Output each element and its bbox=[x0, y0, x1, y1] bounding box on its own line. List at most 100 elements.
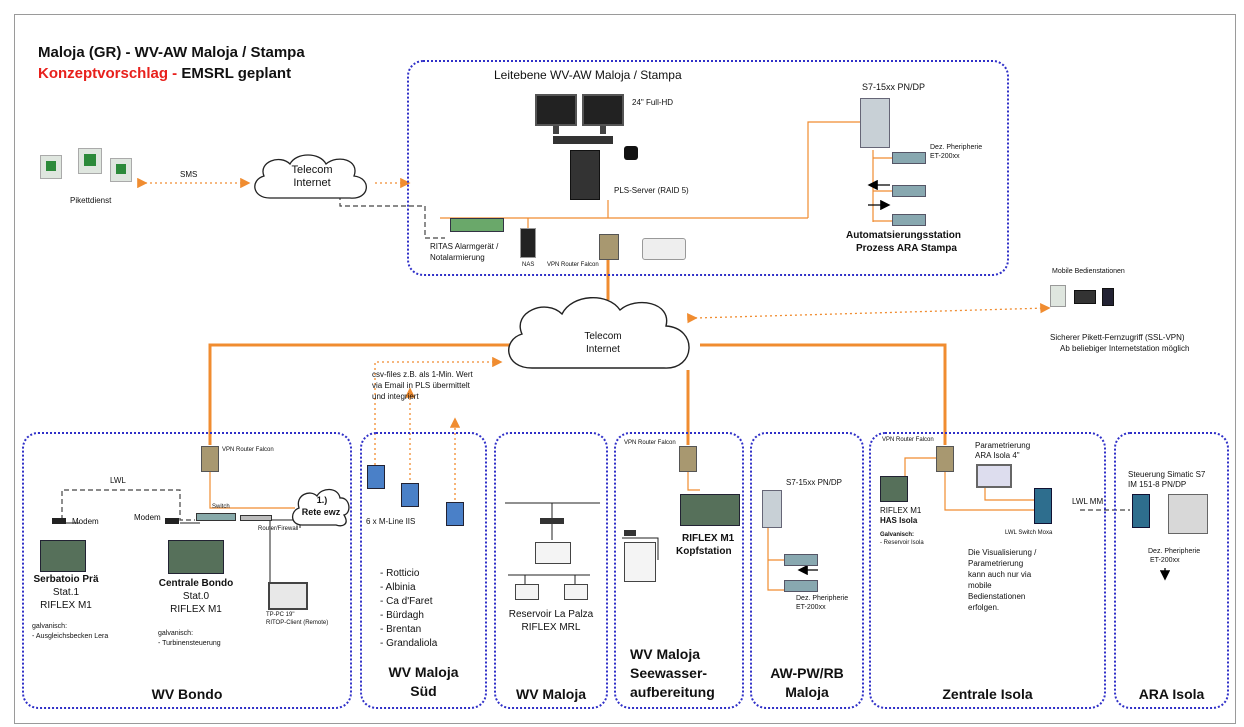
wire-cloud-bondo bbox=[208, 343, 520, 445]
io-module-icon bbox=[784, 580, 818, 592]
subtitle-black: EMSRL geplant bbox=[181, 65, 292, 82]
riflex-rack-icon bbox=[168, 540, 224, 574]
mobile-line-1: Sicherer Pikett-Fernzugriff (SSL-VPN) bbox=[1050, 333, 1185, 342]
sud-title-1: WV Maloja bbox=[388, 664, 459, 680]
phone-icon bbox=[1050, 285, 1066, 307]
ritas-label-1: RITAS Alarmgerät / bbox=[430, 242, 499, 251]
ara-periph-1: Dez. Pheripherie bbox=[1148, 548, 1201, 555]
tablet-icon bbox=[1102, 288, 1114, 306]
ara-title: ARA Isola bbox=[1138, 686, 1205, 702]
s1-type: RIFLEX M1 bbox=[40, 600, 92, 611]
sud-place-5: - Grandaliola bbox=[380, 638, 438, 649]
cloud-icon bbox=[254, 154, 367, 199]
vpn-router-icon bbox=[201, 446, 219, 472]
sud-place-1: - Albinia bbox=[380, 582, 416, 593]
vpn-router-label: VPN Router Falcon bbox=[547, 262, 599, 268]
cloud-label-internet: Internet bbox=[293, 177, 331, 189]
isola-note-4: Bedienstationen bbox=[968, 592, 1026, 601]
param-label-1: Parametrierung bbox=[975, 441, 1031, 450]
seewasser-vpn-label: VPN Router Falcon bbox=[624, 440, 676, 446]
isola-title: Zentrale Isola bbox=[942, 686, 1033, 702]
station-label-2: Prozess ARA Stampa bbox=[856, 243, 957, 254]
simatic-icon bbox=[1132, 494, 1150, 528]
rete-label-1: 1.) bbox=[316, 495, 328, 505]
monitor-label: 24" Full-HD bbox=[632, 98, 674, 107]
io-box-icon bbox=[564, 584, 588, 600]
vpn-router-icon bbox=[679, 446, 697, 472]
res-label-2: RIFLEX MRL bbox=[521, 622, 581, 633]
touch-panel-icon bbox=[268, 582, 308, 610]
seewasser-title-1: WV Maloja bbox=[630, 646, 701, 662]
station-label-1: Automatsierungsstation bbox=[846, 230, 962, 241]
modem-icon bbox=[52, 518, 66, 524]
awpw-title-2: Maloja bbox=[785, 684, 829, 700]
diagram-frame bbox=[14, 14, 1236, 724]
m-line-device-icon bbox=[446, 502, 464, 526]
awpw-periph-2: ET-200xx bbox=[796, 604, 826, 611]
mobile-line-2: Ab beliebiger Internetstation möglich bbox=[1060, 344, 1190, 353]
modem-mid-label: Modem bbox=[134, 513, 161, 522]
isola-note-3: mobile bbox=[968, 581, 992, 590]
csv-note-3: und integriert bbox=[372, 392, 419, 401]
router-firewall-icon bbox=[240, 515, 272, 521]
vpn-router-icon bbox=[936, 446, 954, 472]
s0-type: RIFLEX M1 bbox=[170, 604, 222, 615]
io-module-icon bbox=[892, 214, 926, 226]
isola-note-2: kann auch nur via bbox=[968, 570, 1032, 579]
keyboard-icon bbox=[553, 136, 613, 144]
csv-note-1: csv-files z.B. als 1-Min. Wert bbox=[372, 370, 473, 379]
monitor-stand bbox=[553, 126, 559, 134]
s0-name: Centrale Bondo bbox=[158, 578, 234, 589]
lwl-switch-icon bbox=[1034, 488, 1052, 524]
csv-note-2: via Email in PLS übermittelt bbox=[372, 381, 470, 390]
zone-aw-pw-rb bbox=[750, 432, 864, 709]
sud-place-4: - Brentan bbox=[380, 624, 422, 635]
s1-name: Serbatoio Prä bbox=[33, 574, 99, 585]
sud-place-3: - Bürdagh bbox=[380, 610, 424, 621]
vpn-router-icon bbox=[599, 234, 619, 260]
cloud-icon bbox=[508, 296, 690, 369]
seewasser-riflex: RIFLEX M1 bbox=[682, 533, 735, 544]
isola-note-5: erfolgen. bbox=[968, 603, 1000, 612]
io-module-icon bbox=[784, 554, 818, 566]
isola-riflex: RIFLEX M1 bbox=[880, 506, 922, 515]
diagram-title: Maloja (GR) - WV-AW Maloja / Stampa bbox=[38, 44, 305, 61]
nas-label: NAS bbox=[522, 262, 535, 268]
isola-note-1: Parametrierung bbox=[968, 559, 1024, 568]
sms-label: SMS bbox=[180, 170, 198, 179]
io-module-icon bbox=[892, 152, 926, 164]
tp-label-1: TP-PC 19" bbox=[266, 612, 295, 618]
server-label: PLS-Server (RAID 5) bbox=[614, 186, 689, 195]
monitor-stand bbox=[600, 126, 606, 134]
plc-icon bbox=[860, 98, 890, 148]
lwl-switch-label: LWL Switch Moxa bbox=[1005, 530, 1053, 536]
router-label: Router/Firewall bbox=[258, 526, 299, 532]
switch-label: Switch bbox=[212, 504, 230, 510]
riflex-rack-icon bbox=[680, 494, 740, 526]
diagram-subtitle: Konzeptvorschlag - EMSRL geplant bbox=[38, 65, 291, 82]
modem-icon bbox=[540, 518, 564, 524]
modem-left-label: Modem bbox=[72, 517, 99, 526]
mline-label: 6 x M-Line IIS bbox=[366, 517, 416, 526]
riflex-rack-icon bbox=[880, 476, 908, 502]
modem-icon bbox=[624, 530, 636, 536]
maloja-title: WV Maloja bbox=[515, 686, 586, 702]
bondo-vpn-label: VPN Router Falcon bbox=[222, 447, 274, 453]
seewasser-title-2: Seewasser- bbox=[630, 665, 708, 681]
top-periph-2: ET-200xx bbox=[930, 153, 960, 160]
zone-wv-maloja bbox=[494, 432, 608, 709]
io-box-icon bbox=[515, 584, 539, 600]
sud-place-2: - Ca d'Faret bbox=[380, 596, 433, 607]
zone-zentrale-isola bbox=[869, 432, 1106, 709]
cabinet-icon bbox=[624, 542, 656, 582]
zone-wv-bondo bbox=[22, 432, 352, 709]
sud-place-0: - Rotticio bbox=[380, 568, 420, 579]
zone-wv-maloja-sud bbox=[360, 432, 487, 709]
seewasser-kopf: Kopfstation bbox=[676, 546, 732, 557]
center-cloud-label-telecom: Telecom bbox=[584, 331, 622, 342]
zone-seewasser bbox=[614, 432, 744, 709]
isola-note-0: Die Visualisierung / bbox=[968, 548, 1037, 557]
ritas-alarm-device bbox=[450, 218, 504, 232]
mobile-title: Mobile Bedienstationen bbox=[1052, 268, 1125, 275]
hmi-panel-icon bbox=[976, 464, 1012, 488]
